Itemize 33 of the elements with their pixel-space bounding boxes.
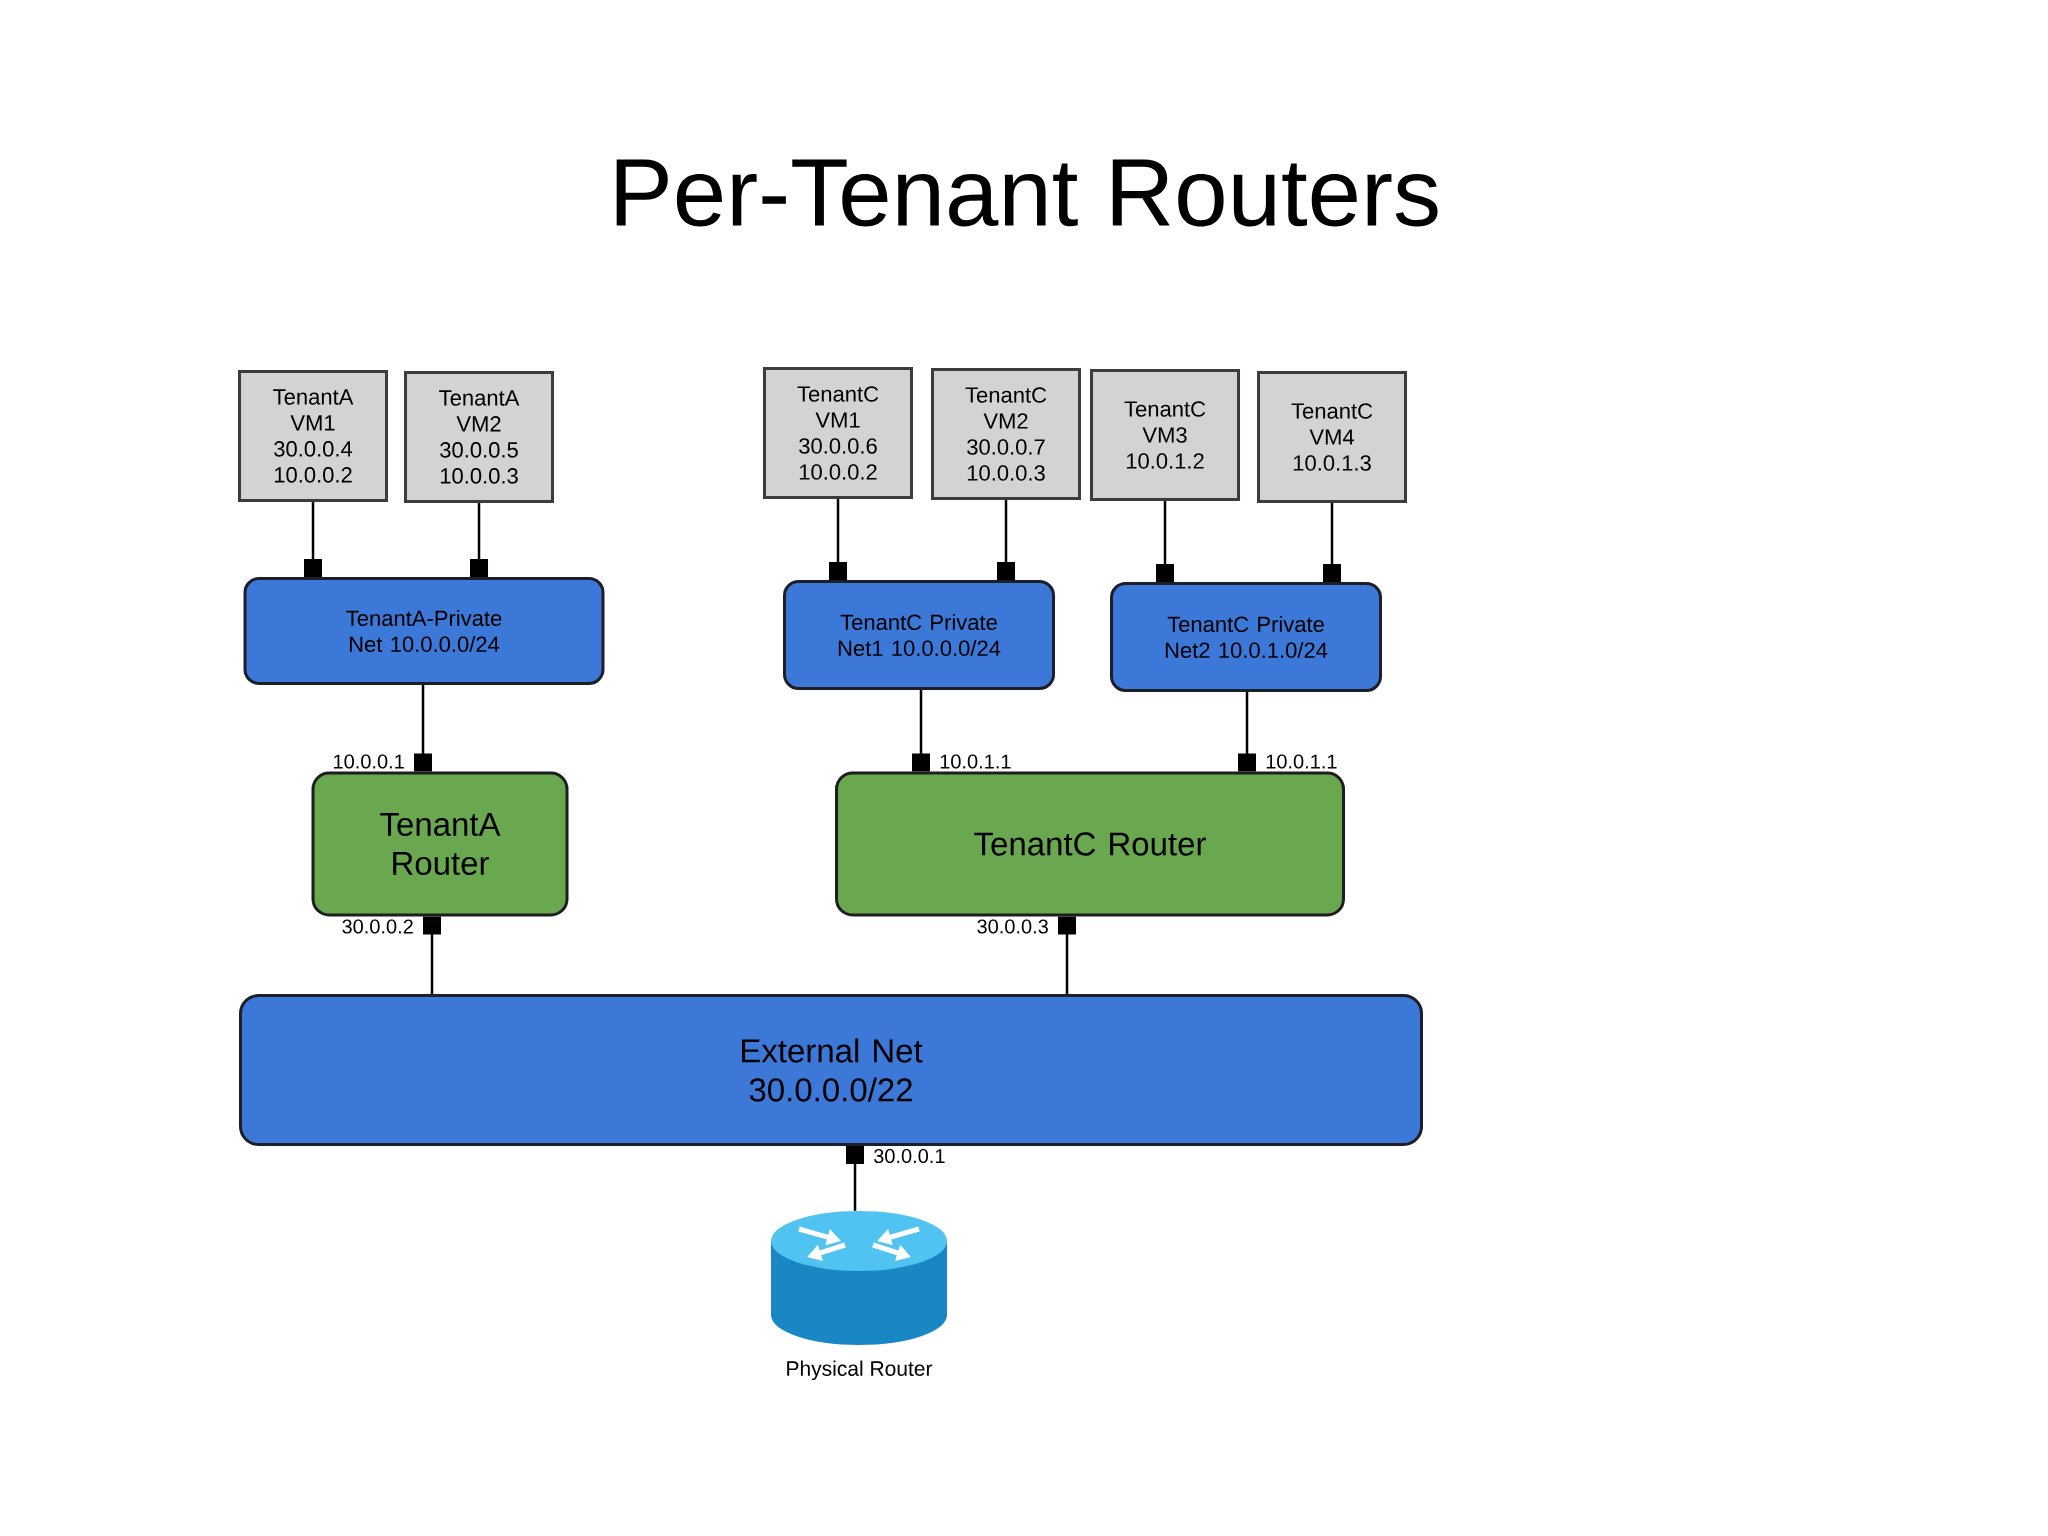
- network-box: TenantC Private Net1 10.0.0.0/24: [783, 580, 1055, 690]
- network-box: TenantA-Private Net 10.0.0.0/24: [243, 577, 605, 685]
- edge-label: 30.0.0.1: [871, 1146, 948, 1166]
- connector-line: [846, 1146, 864, 1211]
- router-box: TenantC Router: [835, 771, 1345, 917]
- connector-line: [1058, 916, 1076, 994]
- vm-box: TenantC VM2 30.0.0.7 10.0.0.3: [931, 368, 1081, 500]
- connector-line: [829, 499, 847, 580]
- router-icon: [771, 1211, 947, 1345]
- connector-line: [912, 690, 930, 772]
- connector-line: [423, 916, 441, 994]
- network-box: TenantC Private Net2 10.0.1.0/24: [1110, 582, 1382, 692]
- vm-box: TenantC VM1 30.0.0.6 10.0.0.2: [763, 367, 913, 499]
- edge-label: 30.0.0.3: [974, 917, 1051, 936]
- vm-box: TenantA VM2 30.0.0.5 10.0.0.3: [404, 371, 554, 503]
- connector-line: [1323, 503, 1341, 582]
- edge-label: 10.0.0.1: [330, 752, 407, 771]
- network-box: External Net 30.0.0.0/22: [239, 994, 1423, 1146]
- vm-box: TenantC VM4 10.0.1.3: [1257, 371, 1407, 503]
- connector-line: [1238, 692, 1256, 772]
- node-caption: Physical Router: [787, 1360, 933, 1381]
- connector-line: [997, 500, 1015, 580]
- connector-line: [470, 503, 488, 577]
- vm-box: TenantA VM1 30.0.0.4 10.0.0.2: [238, 370, 388, 502]
- edge-label: 10.0.1.1: [937, 752, 1014, 771]
- vm-box: TenantC VM3 10.0.1.2: [1090, 369, 1240, 501]
- title: Per-Tenant Routers: [616, 159, 1438, 227]
- connector-line: [1156, 501, 1174, 582]
- router-box: TenantA Router: [311, 771, 569, 917]
- edge-label: 30.0.0.2: [339, 917, 416, 936]
- edge-label: 10.0.1.1: [1263, 752, 1340, 771]
- connector-line: [304, 502, 322, 577]
- connector-line: [414, 685, 432, 772]
